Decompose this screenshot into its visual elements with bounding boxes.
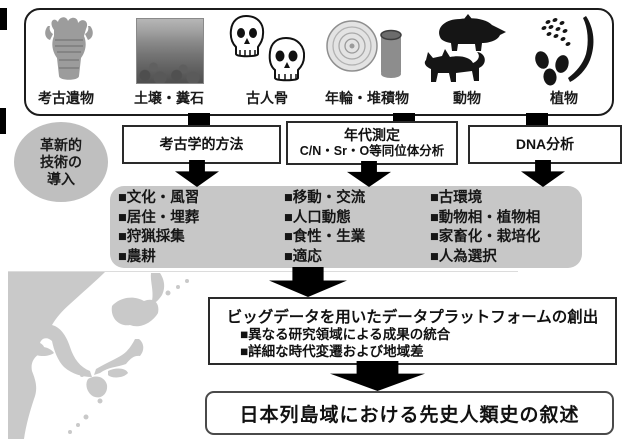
bubble-line: 導入	[47, 170, 75, 187]
topics-column-3: ■古環境 ■動物相・植物相 ■家畜化・栽培化 ■人為選択	[430, 189, 540, 267]
down-arrow-icon	[330, 361, 425, 391]
left-edge-mark-mid	[0, 108, 6, 134]
down-arrow-icon	[521, 160, 565, 187]
research-topics-panel	[110, 186, 582, 268]
source-label-treerings: 年輪・堆積物	[325, 90, 409, 106]
topic-item: ■家畜化・栽培化	[430, 229, 541, 245]
topic-item: ■狩猟採集	[118, 229, 185, 245]
down-arrow-icon	[269, 267, 347, 297]
topic-item: ■古環境	[430, 190, 483, 206]
east-asia-map	[8, 271, 518, 439]
innovation-bubble: 革新的 技術の 導入	[14, 122, 108, 202]
left-edge-mark-top	[0, 8, 7, 30]
topic-item: ■食性・生業	[284, 229, 366, 245]
source-label-plants: 植物	[550, 90, 578, 106]
method-box-archaeology: 考古学的方法	[122, 125, 281, 164]
topic-item: ■文化・風習	[118, 190, 200, 206]
topic-item: ■農耕	[118, 248, 156, 265]
soil-photo-icon	[136, 18, 204, 84]
data-sources-frame	[24, 8, 614, 116]
source-label-soil: 土壌・糞石	[134, 90, 204, 106]
topic-item: ■人為選択	[430, 248, 497, 265]
data-platform-box: ビッグデータを用いたデータプラットフォームの創出 ■異なる研究領域による成果の統…	[208, 297, 617, 365]
down-arrow-icon	[347, 161, 391, 187]
method-label: DNA分析	[515, 136, 575, 152]
topic-item: ■適応	[284, 248, 322, 265]
source-label-animals: 動物	[453, 90, 481, 106]
source-label-artifacts: 考古遺物	[38, 90, 94, 106]
topics-column-2: ■移動・交流 ■人口動態 ■食性・生業 ■適応	[284, 189, 365, 267]
conclusion-box: 日本列島域における先史人類史の叙述	[205, 391, 614, 435]
platform-item: ■異なる研究領域による成果の統合	[240, 327, 451, 342]
topic-item: ■移動・交流	[284, 190, 366, 206]
topics-column-1: ■文化・風習 ■居住・埋葬 ■狩猟採集 ■農耕	[118, 189, 199, 267]
source-label-bones: 古人骨	[246, 90, 288, 106]
method-sublabel: C/N・Sr・O等同位体分析	[299, 144, 445, 158]
topic-item: ■居住・埋葬	[118, 209, 200, 226]
conclusion-title: 日本列島域における先史人類史の叙述	[239, 404, 580, 426]
bubble-line: 技術の	[40, 153, 82, 170]
platform-item: ■詳細な時代変遷および地域差	[240, 343, 424, 359]
method-label: 考古学的方法	[159, 136, 244, 152]
down-arrow-icon	[175, 160, 219, 187]
bubble-line: 革新的	[40, 136, 82, 153]
tree-ring-core-icon	[326, 20, 402, 78]
rice-seeds-icon	[535, 16, 594, 86]
pottery-icon	[45, 17, 93, 80]
skulls-icon	[229, 14, 306, 82]
method-label: 年代測定	[344, 127, 400, 143]
boar-dog-icon	[424, 14, 506, 82]
connector-stub	[188, 113, 210, 126]
method-box-dna: DNA分析	[468, 125, 622, 164]
topic-item: ■人口動態	[284, 209, 351, 226]
connector-stub	[526, 113, 548, 126]
topic-item: ■動物相・植物相	[430, 209, 541, 226]
method-box-dating-isotope: 年代測定 C/N・Sr・O等同位体分析	[286, 121, 458, 165]
platform-title: ビッグデータを用いたデータプラットフォームの創出	[226, 309, 599, 326]
